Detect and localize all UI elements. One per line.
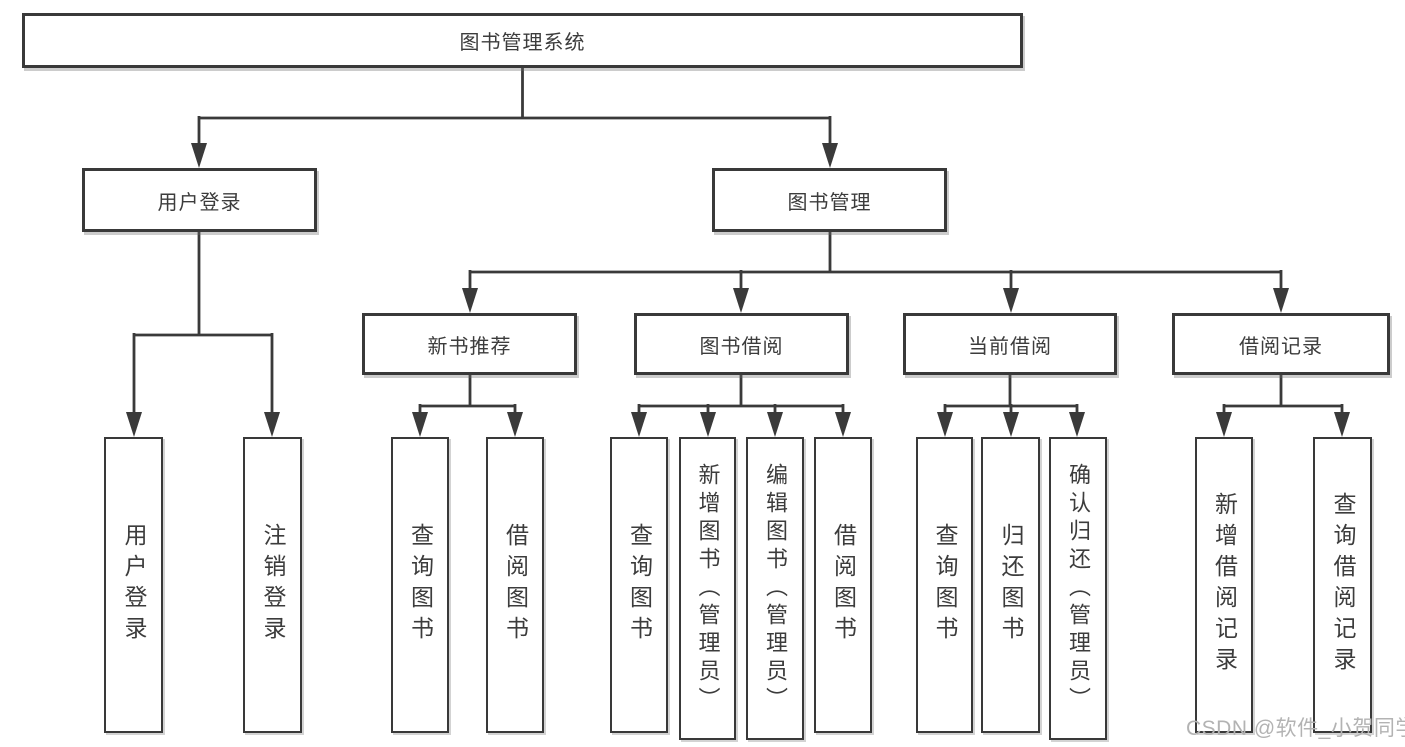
node-borrow-records: 借阅记录: [1172, 313, 1390, 375]
leaf-add-book-admin: 新增图书（管理员）: [679, 437, 736, 740]
leaf-query-borrow-record: 查询借阅记录: [1313, 437, 1372, 733]
node-book-management: 图书管理: [712, 168, 947, 232]
node-current-borrow: 当前借阅: [903, 313, 1117, 375]
node-label: 编辑图书（管理员）: [763, 462, 788, 715]
leaf-borrow-books-recommend: 借阅图书: [486, 437, 544, 733]
leaf-return-book: 归还图书: [981, 437, 1040, 733]
leaf-logout: 注销登录: [243, 437, 302, 733]
node-label: 借阅记录: [1239, 335, 1323, 358]
leaf-query-books-borrow: 查询图书: [610, 437, 668, 733]
leaf-add-borrow-record: 新增借阅记录: [1195, 437, 1253, 733]
node-label: 新增借阅记录: [1211, 492, 1238, 678]
node-label: 确认归还（管理员）: [1066, 462, 1091, 715]
node-label: 借阅图书: [830, 523, 857, 647]
node-label: 新增图书（管理员）: [695, 462, 721, 715]
node-library-system: 图书管理系统: [22, 13, 1023, 68]
leaf-borrow-books: 借阅图书: [814, 437, 872, 733]
leaf-edit-book-admin: 编辑图书（管理员）: [746, 437, 804, 740]
node-label: 用户登录: [157, 191, 242, 214]
leaf-user-login: 用户登录: [104, 437, 163, 733]
node-label: 查询图书: [407, 523, 434, 647]
node-label: 当前借阅: [968, 335, 1052, 358]
node-user-login: 用户登录: [82, 168, 317, 232]
node-new-book-recommend: 新书推荐: [362, 313, 577, 375]
node-label: 新书推荐: [427, 335, 512, 358]
node-label: 查询图书: [626, 523, 653, 647]
node-label: 归还图书: [998, 523, 1024, 647]
node-book-borrow: 图书借阅: [634, 313, 849, 375]
node-label: 查询图书: [932, 523, 958, 647]
node-label: 借阅图书: [502, 523, 529, 647]
leaf-query-books-current: 查询图书: [916, 437, 973, 733]
node-label: 图书管理: [787, 191, 872, 214]
arrowheads: [126, 143, 1350, 437]
leaf-query-books-recommend: 查询图书: [391, 437, 449, 733]
node-label: 用户登录: [121, 523, 147, 647]
node-label: 查询借阅记录: [1330, 492, 1356, 678]
node-label: 图书借阅: [699, 335, 784, 358]
node-label: 注销登录: [260, 523, 286, 647]
node-label: 图书管理系统: [459, 32, 586, 54]
leaf-confirm-return-admin: 确认归还（管理员）: [1049, 437, 1107, 740]
